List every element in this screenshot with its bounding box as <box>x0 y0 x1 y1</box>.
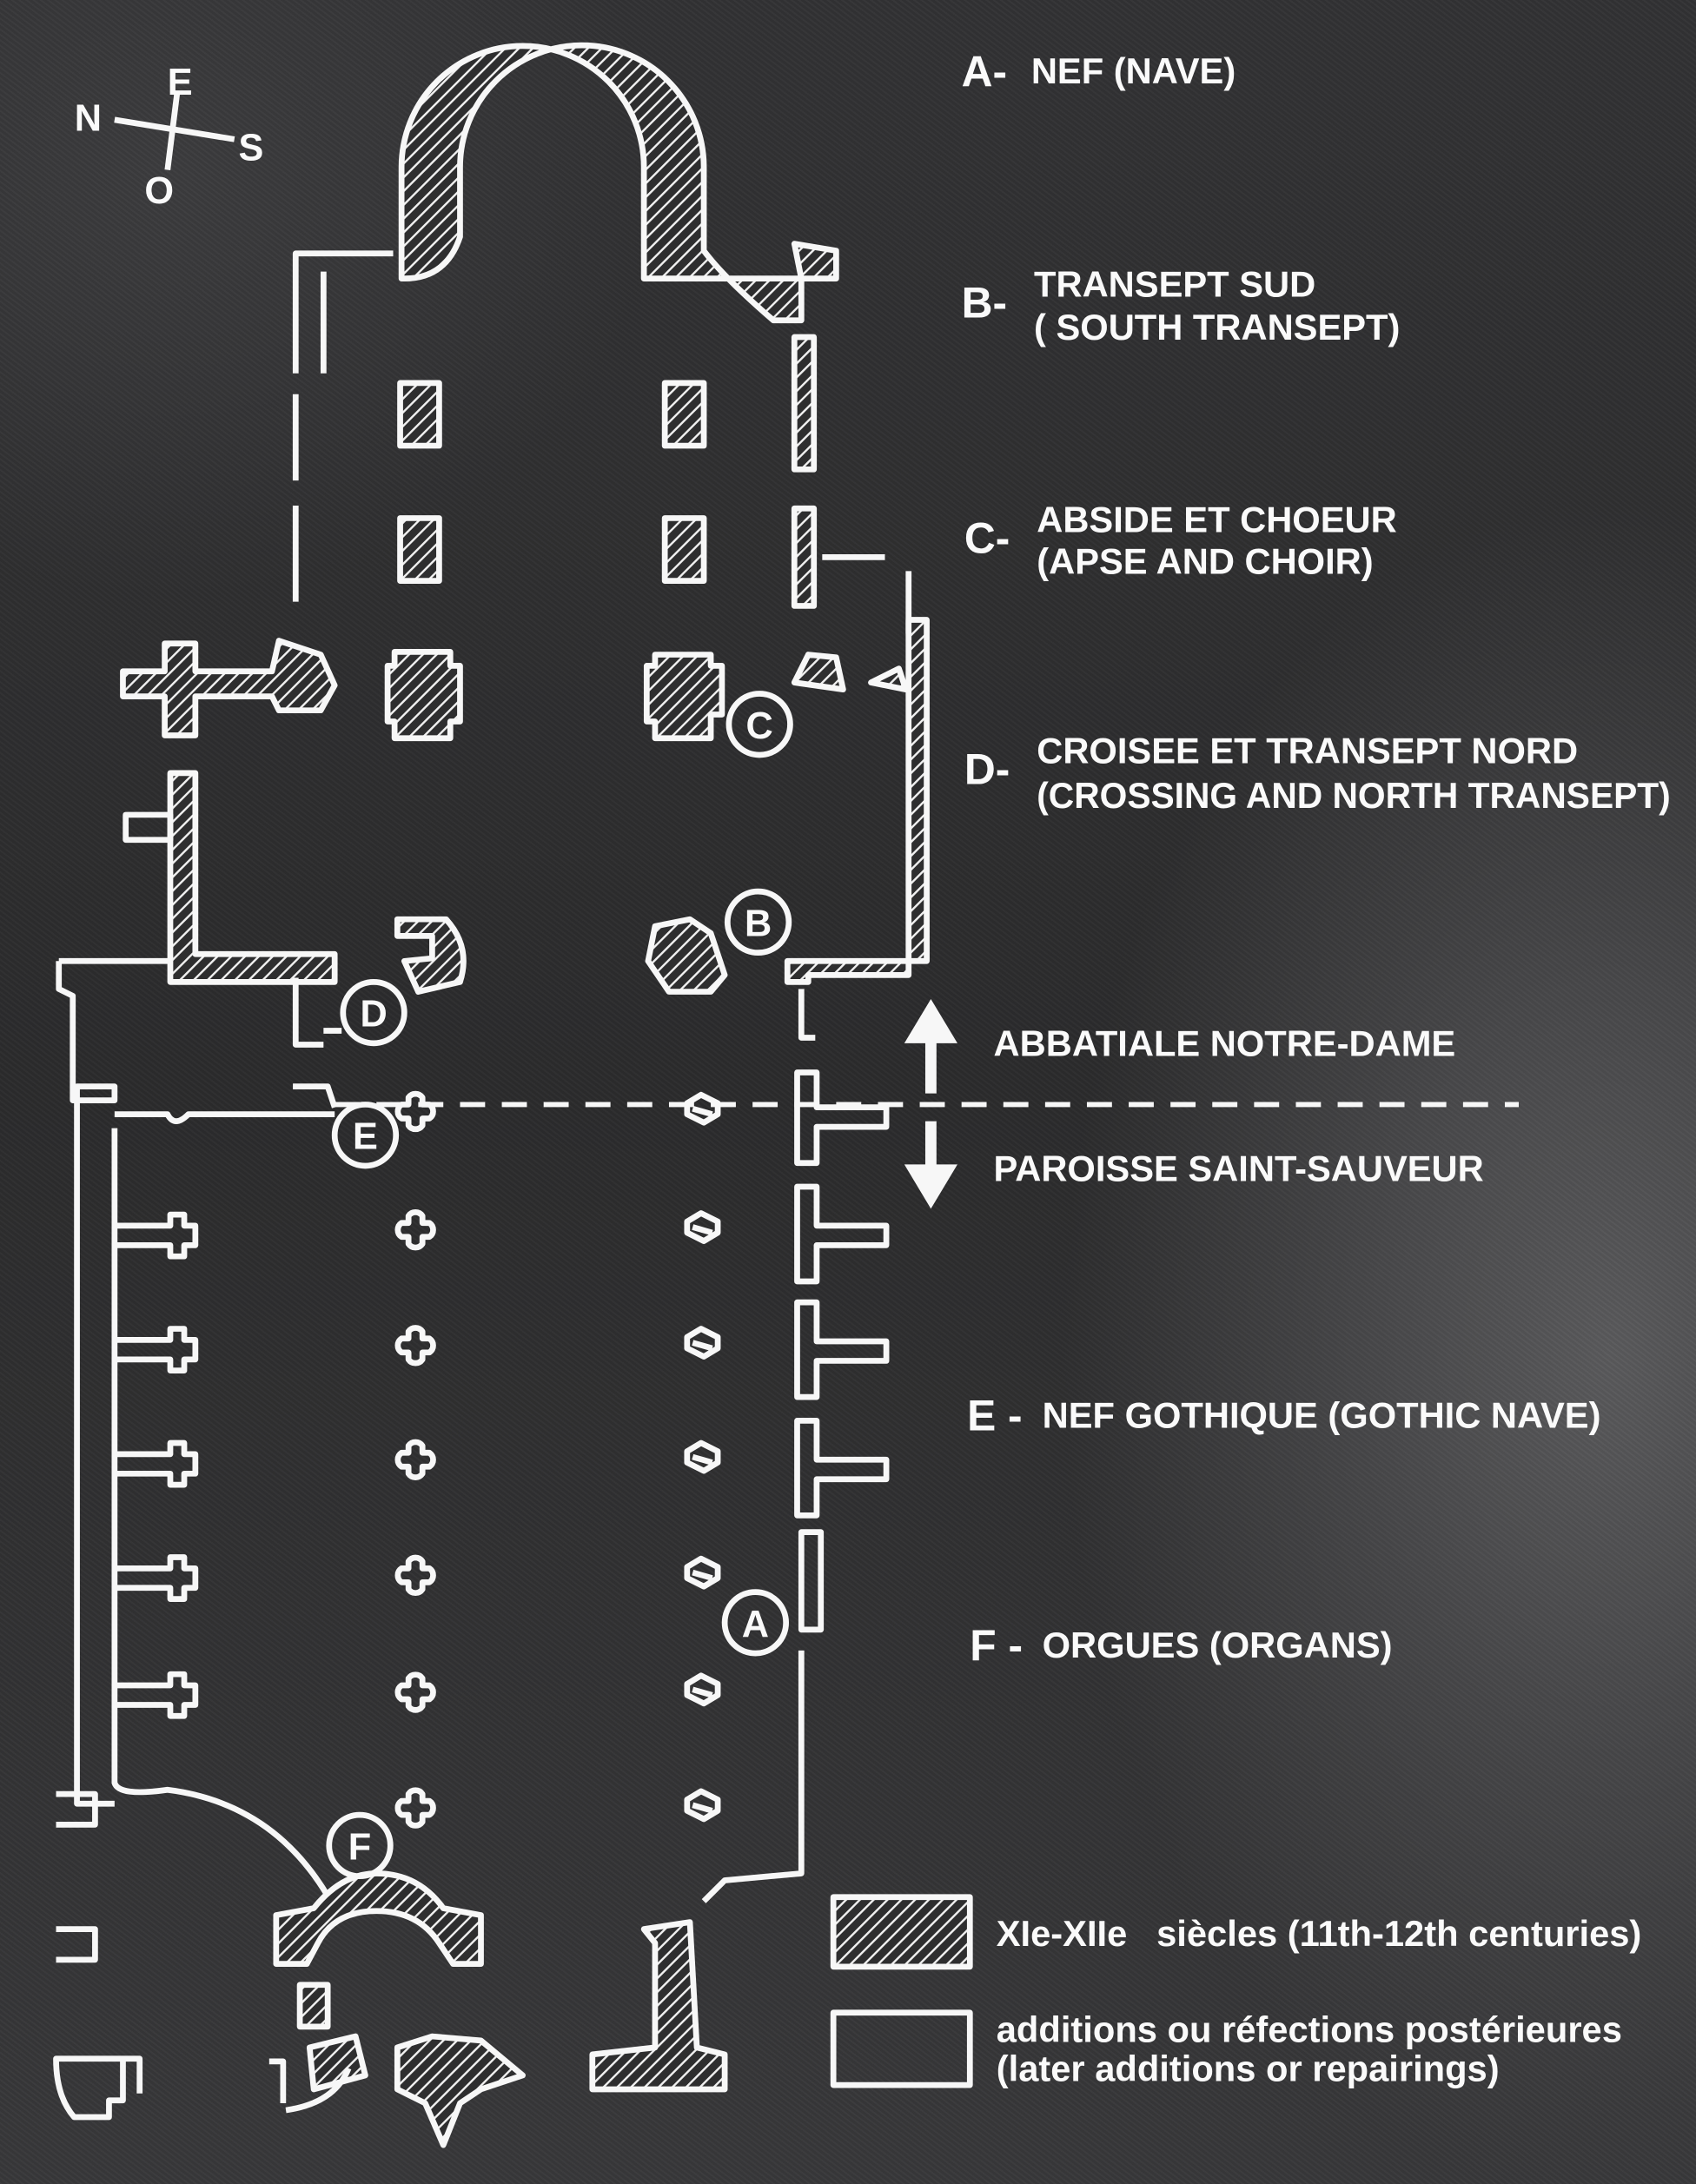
ribbed-column <box>684 1091 721 1126</box>
period-hatched-text: siècles (11th-12th centuries) <box>1156 1913 1641 1954</box>
apse <box>398 42 839 324</box>
marker-e: E <box>353 1116 378 1158</box>
outline-swatch <box>830 2009 973 2088</box>
ribbed-column <box>684 1439 721 1474</box>
marker-b: B <box>745 903 772 944</box>
quatrefoil-column <box>394 1671 436 1713</box>
ribbed-column <box>684 1555 721 1590</box>
key-c-letter: C- <box>964 514 1010 563</box>
marker-f: F <box>348 1826 371 1868</box>
key-d-text: CROISEE ET TRANSEPT NORD <box>1037 731 1578 771</box>
nave-columns <box>394 1090 721 1829</box>
quatrefoil-column <box>394 1787 436 1829</box>
hatched-swatch <box>830 1894 973 1970</box>
abbey-label: ABBATIALE NOTRE-DAME <box>994 1023 1456 1063</box>
gothic-nave-outline <box>56 957 1519 1910</box>
key-b-letter: B- <box>962 279 1007 328</box>
period-legend: XIe-XIIe siècles (11th-12th centuries) a… <box>830 1894 1641 2088</box>
boundary-indicator: ABBATIALE NOTRE-DAME PAROISSE SAINT-SAUV… <box>904 998 1484 1209</box>
arrow-down-icon <box>904 1121 957 1209</box>
ribbed-column <box>684 1326 721 1360</box>
key-a-text: NEF (NAVE) <box>1031 50 1236 91</box>
key-d-letter: D- <box>964 745 1010 794</box>
nave-chapels <box>114 1211 199 1719</box>
quatrefoil-column <box>394 1090 436 1133</box>
key-b-text2: ( SOUTH TRANSEPT) <box>1034 307 1400 347</box>
compass-west: O <box>144 170 174 212</box>
period-outline-text2: (later additions or repairings) <box>997 2048 1500 2088</box>
key-c-text: ABSIDE ET CHOEUR <box>1037 499 1396 539</box>
key-e-letter: E - <box>967 1392 1023 1440</box>
key-f-letter: F - <box>970 1621 1023 1670</box>
key-labels: A- NEF (NAVE) B- TRANSEPT SUD ( SOUTH TR… <box>962 47 1671 1670</box>
quatrefoil-column <box>394 1209 436 1251</box>
romanesque-structure <box>120 42 930 1048</box>
period-outline-text1: additions ou réfections postérieures <box>997 2009 1622 2049</box>
ribbed-column <box>684 1210 721 1244</box>
compass: N E S O <box>75 62 264 212</box>
ribbed-column <box>684 1788 721 1823</box>
compass-south: S <box>239 127 264 169</box>
marker-d: D <box>360 994 387 1036</box>
period-hatched-roman: XIe-XIIe <box>997 1913 1128 1954</box>
compass-north: N <box>75 98 102 140</box>
compass-east: E <box>168 62 193 103</box>
key-d-text2: (CROSSING AND NORTH TRANSEPT) <box>1037 775 1671 816</box>
parish-label: PAROISSE SAINT-SAUVEUR <box>994 1148 1484 1189</box>
marker-a: A <box>742 1604 769 1645</box>
key-e-text: NEF GOTHIQUE (GOTHIC NAVE) <box>1043 1394 1601 1435</box>
arrow-up-icon <box>904 998 957 1094</box>
key-b-text: TRANSEPT SUD <box>1034 264 1315 305</box>
quatrefoil-column <box>394 1325 436 1367</box>
marker-c: C <box>746 705 773 747</box>
quatrefoil-column <box>394 1554 436 1597</box>
key-c-text2: (APSE AND CHOIR) <box>1037 541 1373 582</box>
west-front <box>53 1790 728 2148</box>
plan-markers: C B D E A F <box>326 691 793 1880</box>
quatrefoil-column <box>394 1439 436 1480</box>
buttresses <box>794 1069 890 1633</box>
ribbed-column <box>684 1672 721 1707</box>
key-f-text: ORGUES (ORGANS) <box>1043 1625 1393 1665</box>
key-a-letter: A- <box>962 47 1007 96</box>
